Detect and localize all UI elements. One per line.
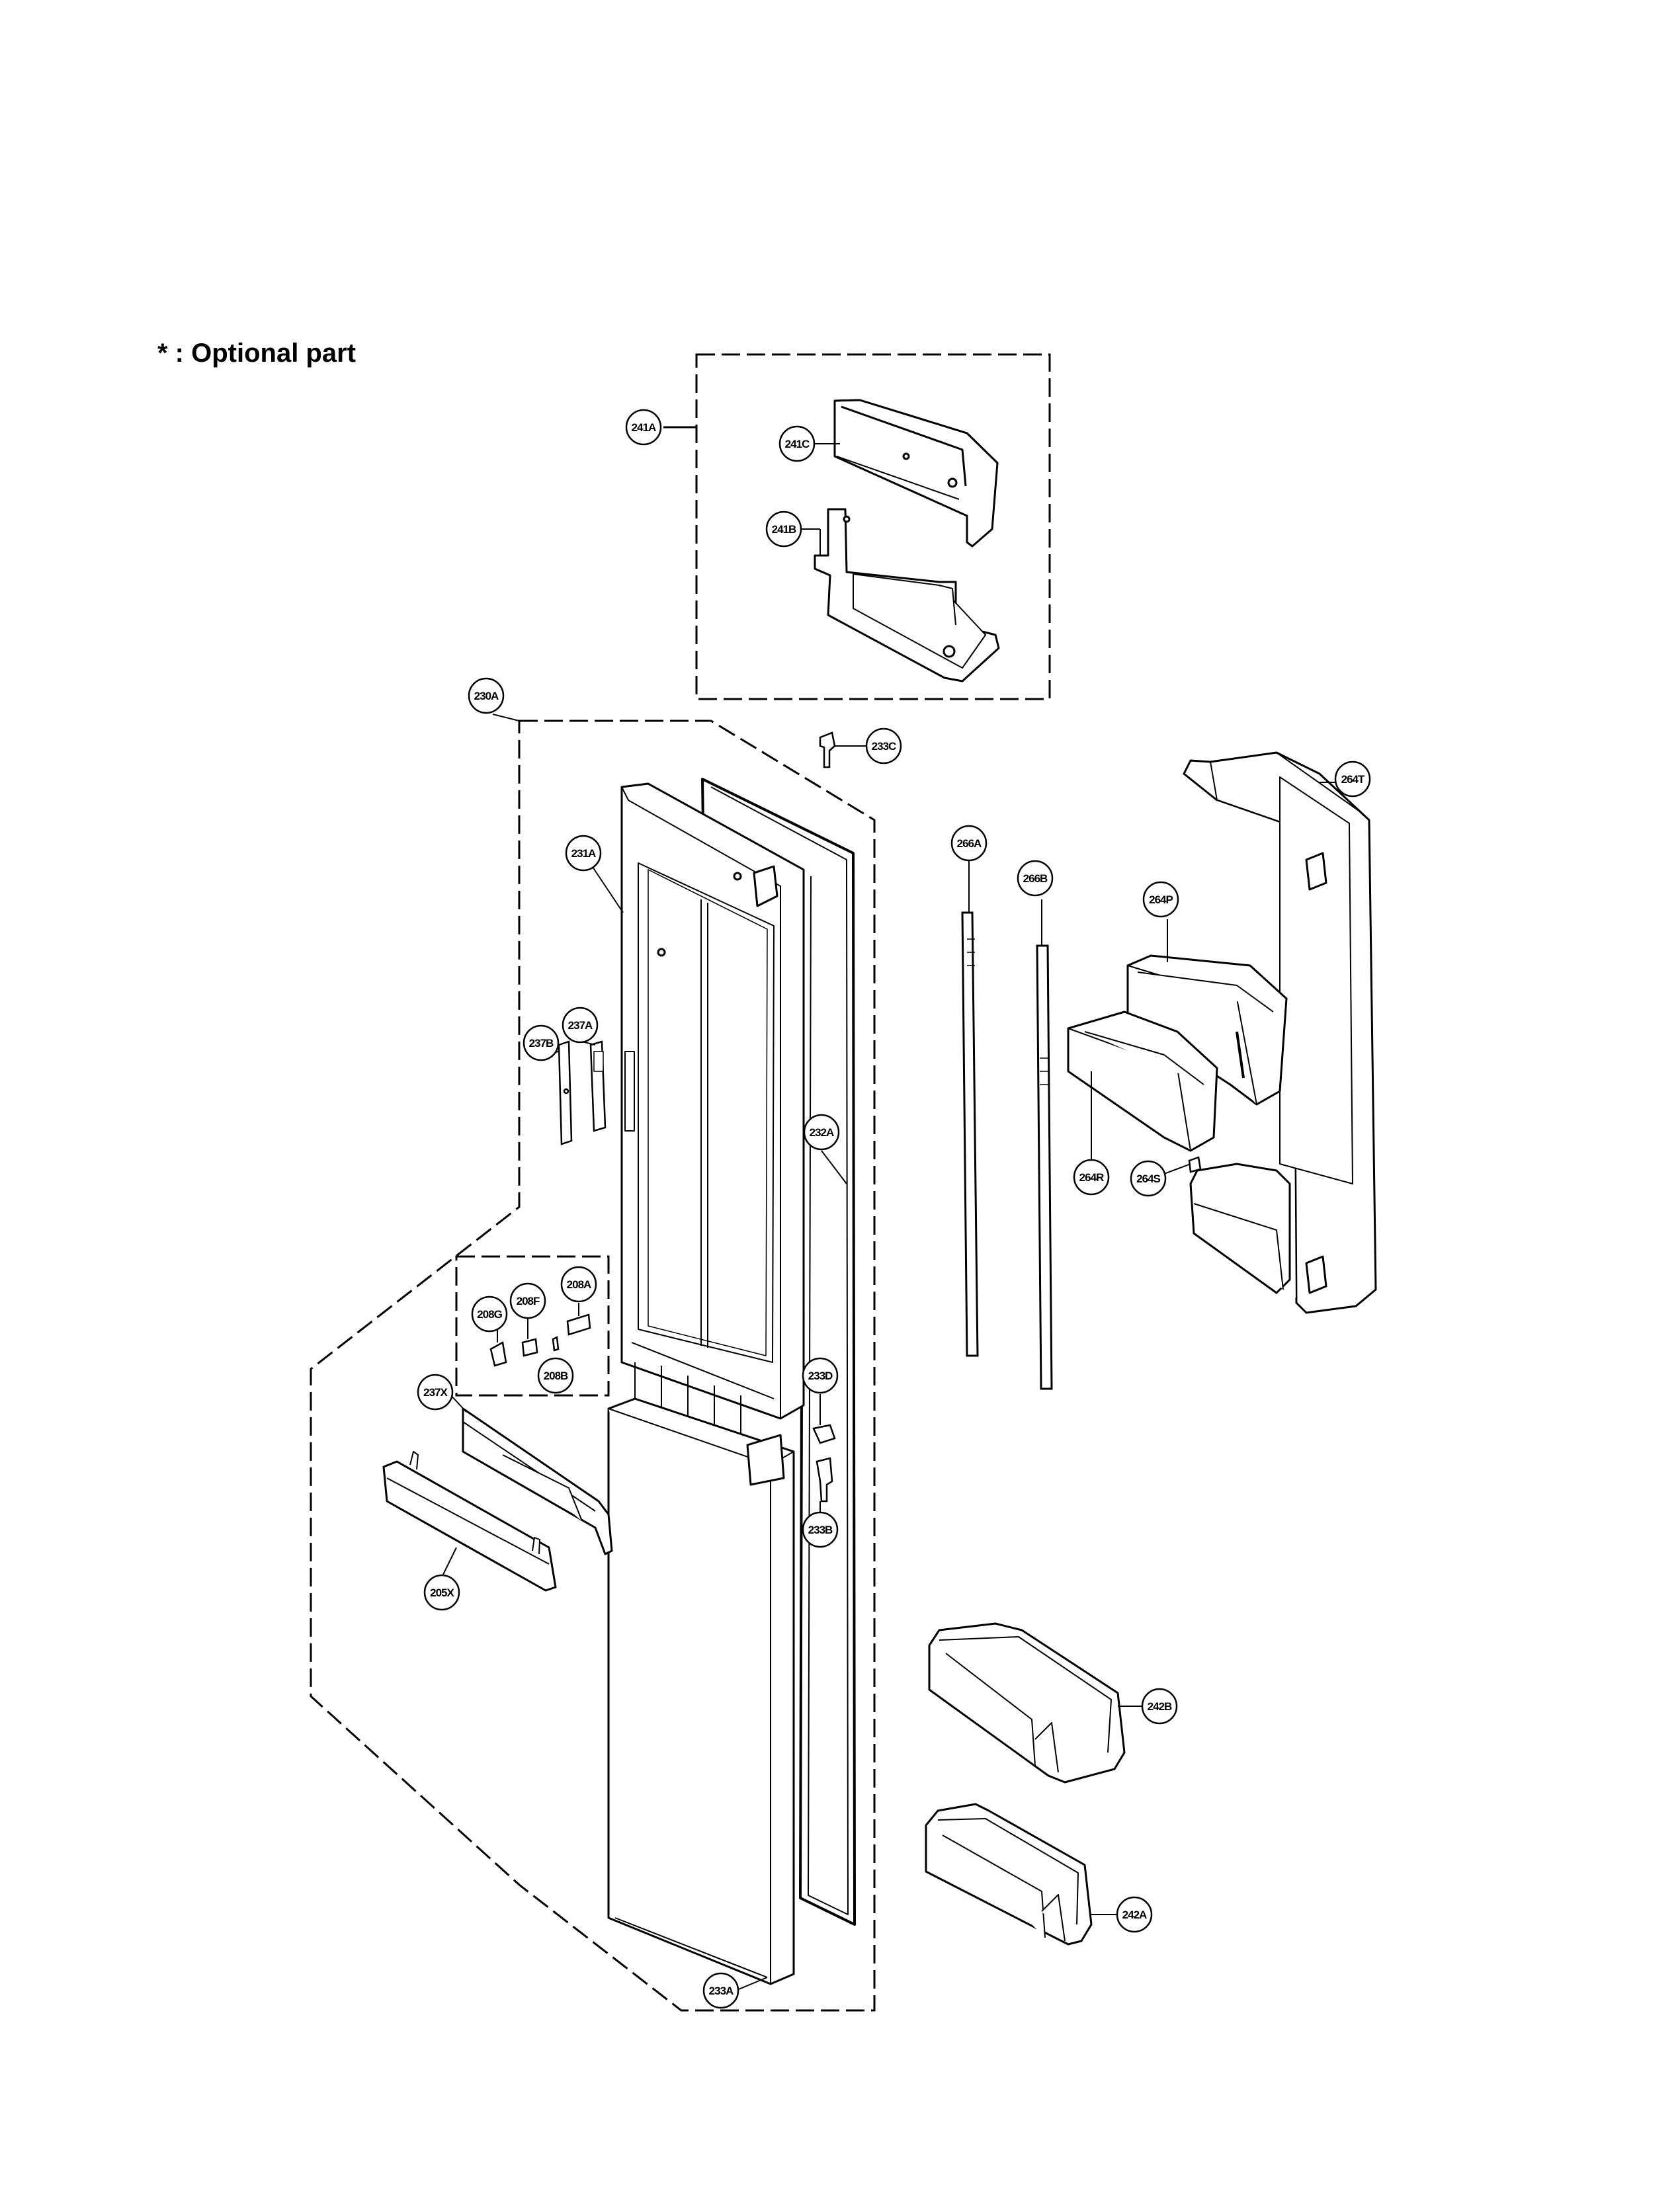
bin-cover-241C: [833, 399, 999, 548]
callout-264P: 264P: [1142, 881, 1179, 918]
callout-237B: 237B: [523, 1024, 560, 1061]
bracket-237A: [589, 1040, 607, 1132]
callout-233D: 233D: [802, 1357, 839, 1394]
optional-part-note: * : Optional part: [157, 339, 356, 368]
svg-text:208F: 208F: [517, 1295, 540, 1307]
svg-text:241A: 241A: [632, 421, 656, 434]
door-outer-panel: [607, 1397, 795, 1985]
bin-242B: [928, 1622, 1126, 1784]
leader-232A: [821, 1150, 847, 1184]
callout-208F: 208F: [509, 1282, 546, 1319]
callout-237A: 237A: [562, 1007, 599, 1044]
bracket-237B: [558, 1040, 573, 1145]
door-assembly-boundary-230A: [310, 720, 876, 2012]
bin-264P: [1126, 954, 1288, 1106]
bin-242A: [925, 1803, 1093, 1946]
svg-text:241B: 241B: [772, 523, 796, 536]
hinge-pin-233C: [819, 731, 836, 768]
callout-242B: 242B: [1141, 1688, 1178, 1725]
callout-233B: 233B: [802, 1511, 839, 1548]
rail-266A: [961, 911, 979, 1357]
leader-230A: [492, 714, 520, 722]
callout-266A: 266A: [950, 825, 987, 862]
svg-text:208B: 208B: [544, 1370, 568, 1382]
svg-text:237A: 237A: [568, 1019, 593, 1032]
svg-text:237X: 237X: [423, 1386, 448, 1399]
door-frame-231A: [620, 782, 805, 1442]
callout-205X: 205X: [423, 1574, 460, 1611]
bin-264R: [1067, 1011, 1218, 1152]
svg-text:241C: 241C: [785, 438, 810, 450]
callout-208G: 208G: [471, 1296, 508, 1333]
callout-233A: 233A: [702, 1972, 739, 2009]
callout-241A: 241A: [625, 409, 662, 446]
svg-text:264P: 264P: [1149, 893, 1173, 906]
svg-text:266A: 266A: [957, 837, 982, 850]
stopper-233D: [812, 1424, 836, 1444]
parts-208: [489, 1313, 591, 1367]
optional-box-241A: [695, 353, 1051, 700]
callout-232A: 232A: [803, 1114, 840, 1151]
svg-text:205X: 205X: [430, 1587, 454, 1599]
svg-text:231A: 231A: [571, 847, 596, 860]
svg-text:237B: 237B: [529, 1037, 554, 1050]
handle-cover-237X: [462, 1407, 613, 1555]
bin-frame-264T: [1183, 751, 1377, 1314]
callout-208B: 208B: [537, 1357, 574, 1394]
handle-205X: [382, 1451, 557, 1592]
leader-205X: [441, 1547, 457, 1578]
optional-box-208: [455, 1255, 610, 1397]
rail-266B: [1036, 944, 1053, 1390]
callout-231A: 231A: [565, 835, 602, 872]
svg-text:208G: 208G: [477, 1308, 502, 1321]
svg-text:230A: 230A: [474, 690, 499, 702]
callout-230A: 230A: [468, 677, 505, 714]
callout-264S: 264S: [1130, 1160, 1167, 1197]
callout-242A: 242A: [1116, 1896, 1153, 1933]
callout-264R: 264R: [1073, 1159, 1110, 1196]
bin-base-241B: [814, 508, 1000, 682]
svg-text:264R: 264R: [1079, 1171, 1104, 1184]
svg-text:233A: 233A: [709, 1985, 734, 1997]
callout-264T: 264T: [1334, 761, 1371, 798]
callout-208A: 208A: [560, 1266, 597, 1303]
svg-text:233D: 233D: [808, 1370, 833, 1382]
svg-text:242B: 242B: [1148, 1700, 1172, 1713]
callout-237X: 237X: [417, 1374, 454, 1411]
svg-text:233B: 233B: [808, 1524, 833, 1536]
svg-text:232A: 232A: [810, 1126, 834, 1139]
svg-text:264S: 264S: [1136, 1173, 1160, 1185]
hinge-233B: [816, 1457, 833, 1503]
bin-bottom: [1189, 1163, 1291, 1294]
leader-264S: [1163, 1163, 1191, 1175]
callout-266B: 266B: [1017, 860, 1054, 897]
callout-233C: 233C: [865, 727, 902, 764]
svg-text:242A: 242A: [1122, 1909, 1147, 1921]
callout-241B: 241B: [765, 511, 802, 548]
svg-text:266B: 266B: [1023, 872, 1048, 885]
svg-text:208A: 208A: [567, 1278, 591, 1291]
callout-241C: 241C: [778, 425, 816, 462]
part-264S: [1188, 1156, 1202, 1173]
svg-text:264T: 264T: [1341, 773, 1365, 786]
svg-text:233C: 233C: [872, 740, 896, 753]
